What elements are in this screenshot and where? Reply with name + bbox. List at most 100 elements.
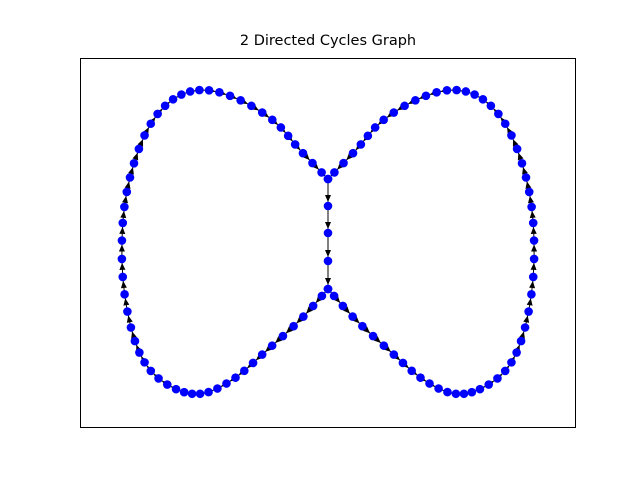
left-cycle-node <box>154 374 163 383</box>
left-cycle-node <box>247 101 256 111</box>
arrow-head <box>529 210 536 219</box>
arrow-head <box>123 298 130 306</box>
left-cycle-node <box>153 109 162 119</box>
left-cycle-node <box>195 389 205 399</box>
right-cycle-node <box>363 131 373 141</box>
left-cycle-node <box>140 358 149 367</box>
right-cycle-node <box>323 284 333 294</box>
arrow-head <box>325 278 331 285</box>
right-cycle-node <box>524 187 534 197</box>
arrow-head <box>126 315 133 323</box>
stem-node <box>323 201 333 211</box>
arrow-head <box>383 344 391 352</box>
left-cycle-node <box>135 348 144 357</box>
stem-node <box>323 228 333 238</box>
arrow-head <box>530 226 537 235</box>
left-cycle-node <box>187 389 197 399</box>
edge-layer <box>118 87 538 398</box>
right-cycle-node <box>389 108 399 117</box>
arrow-head <box>296 316 304 324</box>
right-cycle-node <box>452 85 461 95</box>
left-cycle-node <box>195 85 204 95</box>
arrow-head <box>120 280 127 289</box>
right-cycle-node <box>500 119 510 129</box>
right-cycle-node <box>339 158 348 168</box>
left-cycle-node <box>231 373 240 382</box>
right-cycle-node <box>494 109 503 119</box>
left-cycle-node <box>225 91 235 101</box>
left-cycle-node <box>140 131 149 140</box>
arrow-head <box>352 316 360 324</box>
left-cycle-node <box>120 290 129 299</box>
right-cycle-node <box>486 101 496 111</box>
left-cycle-node <box>177 90 186 99</box>
right-cycle-node <box>484 380 494 389</box>
plot-frame <box>80 58 576 428</box>
right-cycle-node <box>425 379 434 388</box>
right-cycle-node <box>459 389 469 399</box>
right-cycle-node <box>432 88 441 97</box>
left-cycle-node <box>257 108 267 117</box>
arrow-head <box>128 167 134 175</box>
left-cycle-node <box>117 254 127 264</box>
right-cycle-node <box>478 94 488 104</box>
right-cycle-node <box>358 321 367 331</box>
right-cycle-node <box>507 358 516 367</box>
right-cycle-node <box>323 174 333 184</box>
right-cycle-node <box>527 290 536 299</box>
right-cycle-node <box>507 131 516 140</box>
right-cycle-node <box>475 384 485 394</box>
arrow-head <box>285 326 294 334</box>
left-cycle-node <box>257 350 267 359</box>
arrow-head <box>517 152 524 161</box>
left-cycle-node <box>248 358 258 368</box>
arrow-head <box>122 195 129 204</box>
left-cycle-node <box>171 384 181 394</box>
left-cycle-node <box>308 301 318 311</box>
arrow-head <box>325 222 331 229</box>
left-cycle-node <box>222 379 231 388</box>
left-cycle-node <box>299 312 308 321</box>
stem-node <box>323 256 333 266</box>
left-cycle-node <box>298 148 308 158</box>
right-cycle-node <box>500 366 510 376</box>
right-cycle-node <box>528 218 538 228</box>
right-cycle-node <box>398 358 408 368</box>
left-cycle-node <box>125 173 135 182</box>
arrow-head <box>118 244 125 252</box>
left-cycle-node <box>179 387 189 397</box>
left-cycle-node <box>267 341 277 350</box>
right-cycle-node <box>529 236 539 245</box>
left-cycle-node <box>276 123 286 132</box>
right-cycle-node <box>329 291 339 301</box>
left-cycle-node <box>283 131 293 141</box>
right-cycle-node <box>421 91 431 101</box>
left-cycle-node <box>118 272 128 282</box>
arrow-head <box>531 244 538 252</box>
right-cycle-node <box>442 85 452 95</box>
right-cycle-node <box>512 144 522 154</box>
right-cycle-node <box>348 312 357 321</box>
right-cycle-node <box>528 272 538 282</box>
left-cycle-node <box>123 307 132 316</box>
right-cycle-node <box>527 202 536 212</box>
arrow-head <box>119 226 126 235</box>
arrow-head <box>525 181 532 189</box>
left-cycle-node <box>120 202 129 212</box>
arrow-head <box>120 210 127 219</box>
right-cycle-node <box>443 387 452 397</box>
arrow-head <box>119 262 126 271</box>
right-cycle-node <box>370 123 380 132</box>
left-cycle-node <box>160 101 170 111</box>
left-cycle-node <box>146 366 156 376</box>
node-layer <box>117 85 539 399</box>
left-cycle-node <box>289 321 298 331</box>
right-cycle-node <box>520 323 530 332</box>
left-cycle-node <box>130 336 140 346</box>
left-cycle-node <box>146 119 156 129</box>
right-cycle-node <box>416 373 425 382</box>
left-cycle-node <box>267 115 277 125</box>
right-cycle-node <box>407 366 416 376</box>
left-cycle-node <box>317 291 327 301</box>
